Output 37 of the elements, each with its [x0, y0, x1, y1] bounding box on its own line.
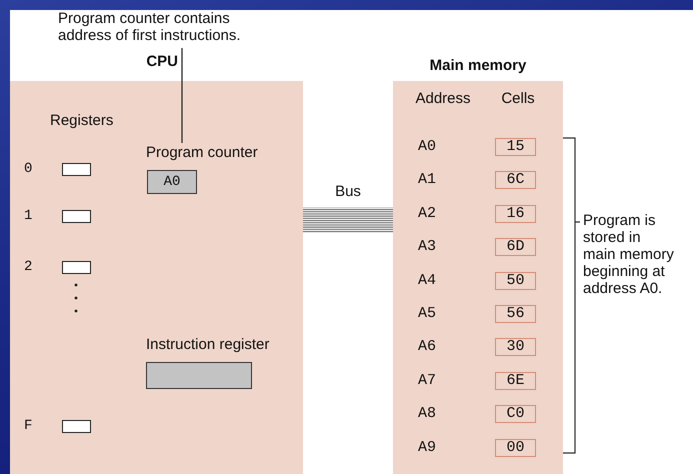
- memory-address: A0: [418, 138, 436, 156]
- memory-address: A4: [418, 272, 436, 290]
- callout-text: Program counter contains address of first instructions.: [58, 10, 242, 44]
- memory-cell: 6E: [495, 372, 536, 390]
- memory-address: A1: [418, 171, 436, 190]
- panel-heading: Main memory: [428, 56, 528, 76]
- column-header: Cells: [500, 89, 536, 109]
- memory-address: A9: [418, 438, 436, 457]
- memory-cell: 6C: [495, 171, 536, 190]
- register-number: 2: [24, 258, 32, 276]
- memory-address: A8: [418, 405, 436, 424]
- memory-address: A6: [418, 338, 436, 356]
- memory-address: A5: [418, 305, 436, 323]
- register-box: A0: [147, 170, 197, 194]
- register-label: Program counter: [146, 143, 258, 163]
- register-label: Instruction register: [146, 335, 270, 355]
- memory-cell: C0: [495, 405, 536, 424]
- register-number: F: [24, 417, 32, 435]
- register-number: 0: [24, 160, 32, 178]
- memory-address: A7: [418, 372, 436, 390]
- edge-label: Bus: [334, 182, 362, 202]
- memory-cell: 6D: [495, 238, 536, 256]
- memory-cell: 50: [495, 272, 536, 290]
- bus-lines: [303, 208, 393, 232]
- memory-address: A2: [418, 204, 436, 223]
- register-number: 1: [24, 207, 32, 225]
- leader-line: [181, 48, 183, 143]
- memory-cell: 15: [495, 138, 536, 156]
- memory-cell: 16: [495, 204, 536, 223]
- memory-cell: 00: [495, 438, 536, 457]
- note-text: Program is stored in main memory beginning at address A0.: [583, 212, 675, 297]
- panel-heading: CPU: [145, 52, 178, 72]
- memory-cell: 56: [495, 305, 536, 323]
- memory-address: A3: [418, 238, 436, 256]
- memory-cell: 30: [495, 338, 536, 356]
- section-label: Registers: [50, 112, 114, 129]
- column-header: Address: [414, 89, 472, 109]
